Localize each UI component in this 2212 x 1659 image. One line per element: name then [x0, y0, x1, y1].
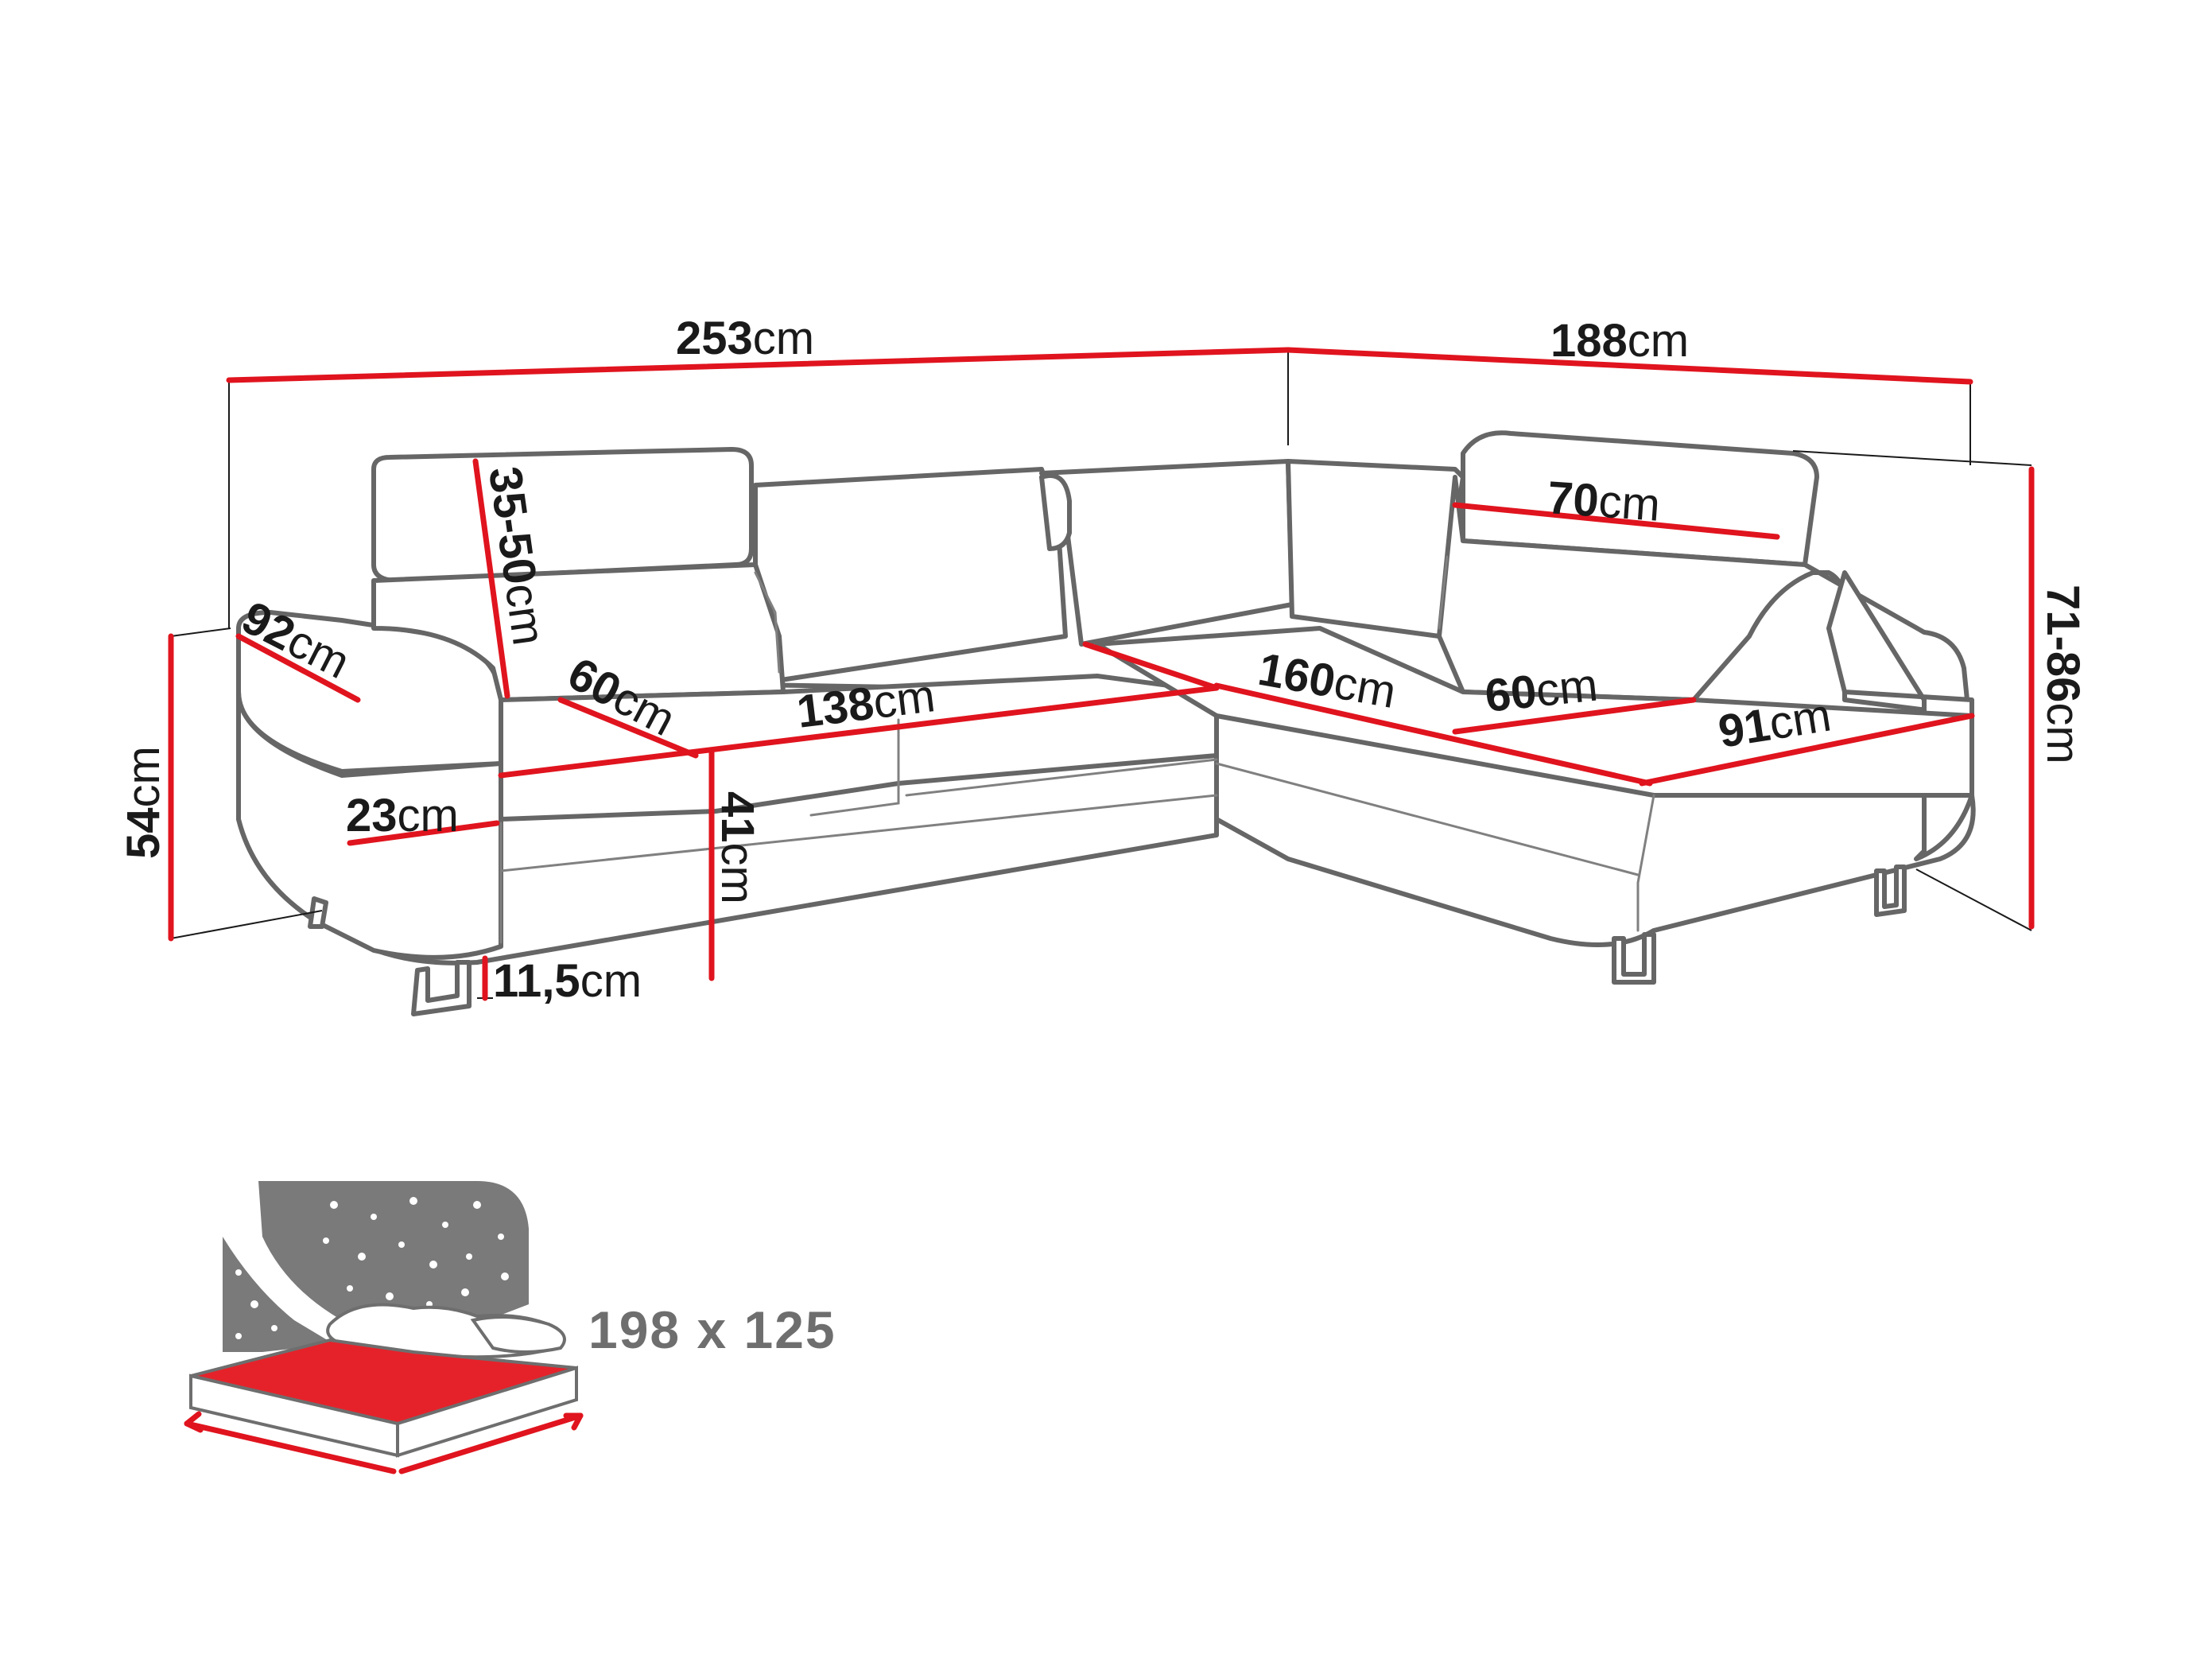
corner-sofa-drawing	[236, 430, 1976, 1016]
seam	[905, 758, 1218, 797]
dim-line-92	[235, 633, 361, 703]
pillow-icon	[470, 1315, 566, 1354]
dim-line-253	[226, 347, 1291, 383]
dimension-labels: 253cm 188cm 35-50cm 70cm 71-86cm 92cm 60…	[118, 313, 2089, 1007]
label-71-86: 71-86cm	[2037, 585, 2089, 764]
label-70: 70cm	[1546, 472, 1662, 531]
night-sky-icon	[258, 1181, 529, 1324]
leg-front-right	[1612, 932, 1656, 985]
dim-line-35-50	[472, 458, 510, 699]
leg-left-back	[308, 896, 328, 929]
seam	[1215, 762, 1640, 876]
dim-line-138	[498, 685, 1220, 779]
seam	[754, 571, 781, 674]
backrest-middle	[1039, 459, 1294, 647]
seam	[1636, 794, 1655, 932]
label-60-right: 60cm	[1483, 659, 1601, 721]
dim-line-91	[1639, 713, 1975, 787]
sleeping-function-icon: 198 x 125	[184, 1181, 836, 1474]
seam	[809, 718, 900, 817]
left-arm-side	[236, 690, 503, 960]
bed-width-arrow	[398, 1412, 584, 1474]
label-160: 160cm	[1255, 643, 1400, 718]
left-headrest	[371, 447, 754, 583]
extension-lines	[170, 350, 2032, 999]
extension-line	[1915, 868, 2032, 931]
night-sky-left-icon	[223, 1237, 334, 1352]
dim-line-23	[347, 820, 500, 846]
middle-headrest	[1039, 473, 1072, 551]
dim-line-188	[1285, 347, 1973, 385]
label-253: 253cm	[676, 313, 814, 364]
dim-line-60-right	[1452, 697, 1697, 735]
dim-line-70	[1452, 502, 1780, 540]
extension-line	[1792, 450, 2032, 466]
seam	[1438, 555, 1449, 630]
backrest-right	[1286, 459, 1465, 639]
dim-line-60-left	[557, 697, 699, 759]
arrow-head	[563, 1412, 584, 1431]
label-41: 41cm	[712, 791, 763, 904]
mattress-front-icon	[396, 1366, 578, 1458]
label-138: 138cm	[794, 670, 938, 738]
backrest-left	[753, 467, 1068, 686]
extension-line	[170, 627, 231, 637]
extension-line	[170, 910, 323, 939]
leg-front-left	[411, 960, 472, 1016]
label-188: 188cm	[1550, 315, 1689, 367]
dim-line-138-return	[1082, 641, 1220, 691]
arrow-head	[184, 1411, 204, 1433]
label-54: 54cm	[118, 746, 169, 859]
seam	[499, 794, 1218, 872]
leg-back-right	[1874, 864, 1907, 917]
dim-line-160	[1213, 682, 1653, 787]
dimension-lines	[168, 347, 2035, 1001]
label-23: 23cm	[346, 790, 459, 841]
bed-length-arrow	[184, 1420, 397, 1474]
bed-size-label: 198 x 125	[588, 1300, 836, 1359]
stars-icon	[235, 1197, 509, 1339]
label-11-5: 11,5cm	[493, 955, 642, 1007]
label-91: 91cm	[1715, 689, 1834, 757]
